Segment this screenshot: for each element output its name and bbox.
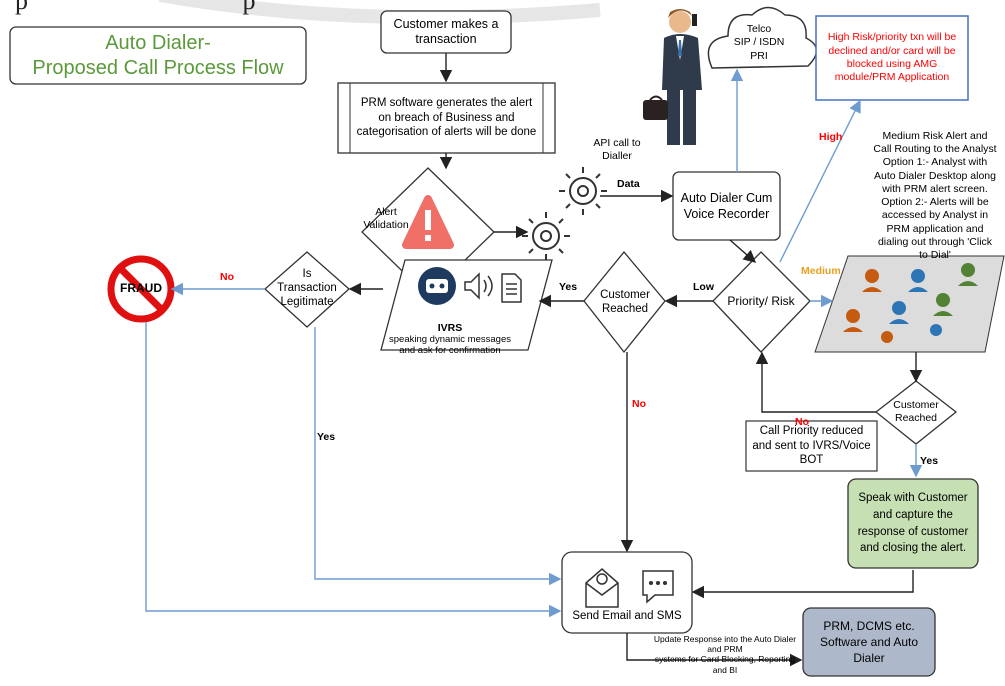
- auto-dialer-box: [672, 171, 781, 241]
- medium-desc-line-2: Call Routing to the Analyst: [873, 143, 997, 156]
- call-priority-label: Call Priority reduced and sent to IVRS/V…: [752, 425, 871, 467]
- title-line-1: Auto Dialer-: [105, 31, 211, 54]
- fraud-label: FRAUD: [120, 281, 162, 295]
- ivrs-desc: speaking dynamic messages and ask for co…: [389, 334, 511, 357]
- telco-label: Telco SIP / ISDN PRI: [716, 19, 802, 67]
- header-swoosh: [158, 0, 601, 25]
- businessman-icon: [643, 9, 702, 145]
- priority-risk-label: Priority/ Risk: [727, 293, 795, 308]
- ivrs-title: IVRS: [437, 322, 463, 334]
- yes-ivrs-label: Yes: [559, 281, 578, 293]
- medium-desc-line-10: to Dial': [919, 248, 951, 261]
- update-response-label: Update Response into the Auto Dialer and…: [640, 634, 810, 675]
- medium-desc-line-9: dialing out through 'Click: [877, 235, 993, 248]
- customer-reached-diamond-1: [583, 250, 666, 354]
- no-reduce-label: No: [795, 416, 809, 428]
- medium-label: Medium: [801, 265, 841, 277]
- data-label: Data: [617, 178, 640, 190]
- medium-desc-line-3: Option 1:- Analyst with: [882, 156, 988, 169]
- high-risk-label: High Risk/priority txn will be declined …: [827, 31, 957, 84]
- analysts-box: [814, 255, 1005, 353]
- sms-icon: [642, 570, 674, 604]
- speak-customer-box: [847, 478, 979, 569]
- medium-desc-line-8: PRM application and: [886, 222, 984, 235]
- telco-line-2: SIP / ISDN: [733, 36, 785, 49]
- header-text: p p: [15, 0, 256, 15]
- yes-legit-label: Yes: [317, 431, 336, 443]
- telco-cloud: [707, 6, 818, 69]
- api-call-label: API call to Dialler: [593, 137, 641, 163]
- customer-reached-2-label: Customer Reached: [893, 399, 939, 424]
- update-response-line-4: and BI: [712, 664, 738, 675]
- prm-dcms-box: [802, 607, 936, 677]
- high-risk-box: [815, 15, 969, 101]
- speaker-icon: [464, 272, 493, 300]
- customer-transaction-label: Customer makes a transaction: [393, 17, 499, 46]
- email-icon: [585, 568, 619, 608]
- no-fraud-label: No: [220, 271, 234, 283]
- title-box: [9, 26, 307, 85]
- yes-speak-label: Yes: [920, 455, 939, 467]
- speak-customer-label: Speak with Customer and capture the resp…: [857, 492, 969, 555]
- is-legitimate-label: Is Transaction Legitimate: [277, 268, 337, 308]
- is-legitimate-diamond: [264, 251, 350, 328]
- medium-desc-line-6: Option 2:- Alerts will be: [881, 196, 989, 209]
- update-response-line-1: Update Response into the Auto Dialer: [653, 634, 797, 644]
- customer-reached-1-label: Customer Reached: [600, 288, 650, 315]
- prm-alert-label: PRM software generates the alert on brea…: [356, 96, 537, 139]
- no-reached-label: No: [632, 398, 646, 410]
- medium-desc-line-5: with PRM alert screen.: [882, 182, 988, 195]
- gear-icon: [522, 167, 607, 260]
- prm-dcms-label: PRM, DCMS etc. Software and Auto Dialer: [819, 618, 919, 666]
- medium-desc-label: Medium Risk Alert and Call Routing to th…: [866, 130, 1004, 262]
- document-icon: [501, 273, 522, 303]
- title-line-2: Proposed Call Process Flow: [32, 56, 284, 79]
- telco-line-1: Telco: [746, 23, 772, 36]
- medium-desc-line-4: Auto Dialer Desktop along: [874, 169, 996, 182]
- auto-dialer-label: Auto Dialer Cum Voice Recorder: [680, 190, 773, 221]
- update-response-line-2: and PRM: [707, 644, 743, 655]
- low-label: Low: [693, 281, 714, 293]
- telco-line-3: PRI: [750, 49, 768, 62]
- call-priority-box: [745, 420, 878, 472]
- page-title: Auto Dialer- Proposed Call Process Flow: [10, 27, 306, 84]
- update-response-line-3: systems for Card Blocking, Reporting: [654, 654, 796, 665]
- analyst-icon: [843, 263, 978, 343]
- alert-validation-label: Alert Validation: [363, 206, 409, 232]
- send-email-label: Send Email and SMS: [572, 610, 682, 622]
- high-label: High: [819, 131, 843, 143]
- medium-desc-line-1: Medium Risk Alert and: [882, 130, 988, 142]
- medium-desc-line-7: accessed by Analyst in: [881, 209, 989, 222]
